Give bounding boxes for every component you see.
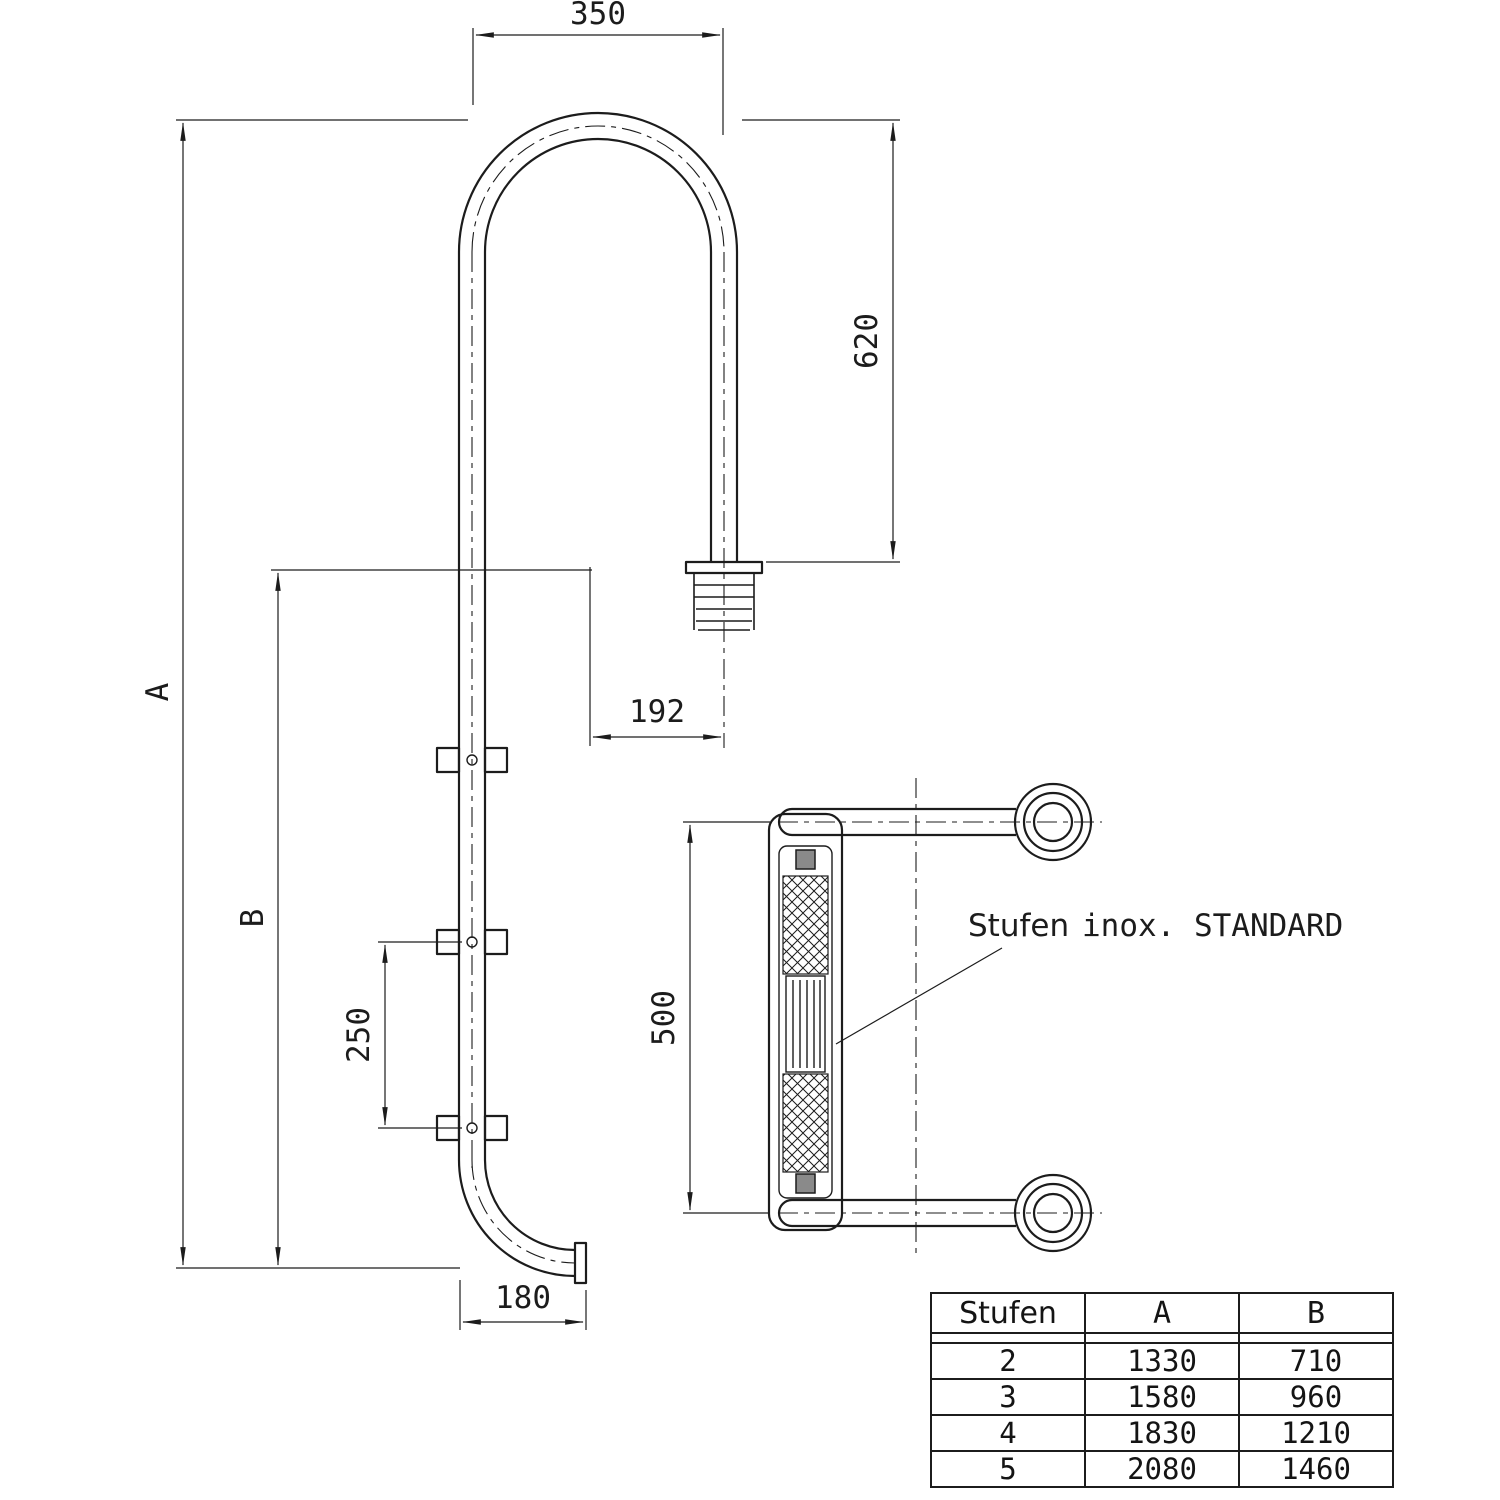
plan-dimensions bbox=[683, 821, 770, 1214]
table-cell: 2080 bbox=[1084, 1450, 1240, 1488]
table-row: 3 1580 960 bbox=[930, 1378, 1394, 1416]
step-label: Stufen inox. STANDARD bbox=[835, 908, 1343, 1045]
tread-bolt-bottom bbox=[795, 1173, 816, 1194]
dim-top-width-label: 350 bbox=[570, 0, 626, 32]
dim-offset-label: 192 bbox=[629, 694, 685, 730]
ladder-outline bbox=[457, 111, 739, 1285]
centerlines bbox=[471, 125, 725, 1264]
table-cell: 5 bbox=[930, 1450, 1086, 1488]
dim-partial-height-label: B bbox=[235, 909, 271, 928]
tread-bolt-top bbox=[795, 849, 816, 870]
col-header-stufen: Stufen bbox=[930, 1292, 1086, 1334]
table-cell: 1330 bbox=[1084, 1342, 1240, 1380]
tread-grip-middle bbox=[785, 975, 826, 1073]
tube-end-flange bbox=[573, 1241, 588, 1285]
plan-centerlines bbox=[778, 778, 1102, 1258]
table-cell: 4 bbox=[930, 1414, 1086, 1452]
tread-hatch-bottom bbox=[782, 1073, 829, 1173]
table-cell: 960 bbox=[1238, 1378, 1394, 1416]
table-cell: 2 bbox=[930, 1342, 1086, 1380]
table-cell: 3 bbox=[930, 1378, 1086, 1416]
table-gap-row bbox=[930, 1332, 1394, 1344]
label-leader-line bbox=[835, 947, 1003, 1045]
col-header-a: A bbox=[1084, 1292, 1240, 1334]
table-cell: 1460 bbox=[1238, 1450, 1394, 1488]
dim-step-width-label: 500 bbox=[646, 990, 682, 1046]
dimension-lines bbox=[180, 32, 896, 1325]
anchor-flange bbox=[684, 560, 764, 631]
gap-cell bbox=[930, 1332, 1086, 1344]
dim-step-spacing-label: 250 bbox=[341, 1007, 377, 1063]
table-cell: 1580 bbox=[1084, 1378, 1240, 1416]
extension-lines bbox=[176, 28, 900, 1330]
step-label-text: Stufen bbox=[968, 908, 1069, 944]
table-row: 2 1330 710 bbox=[930, 1342, 1394, 1380]
table-cell: 1830 bbox=[1084, 1414, 1240, 1452]
gap-cell bbox=[1238, 1332, 1394, 1344]
side-view: 350 620 A B 250 192 180 bbox=[140, 0, 900, 1330]
table-row: 4 1830 1210 bbox=[930, 1414, 1394, 1452]
gap-cell bbox=[1084, 1332, 1240, 1344]
spec-table: Stufen A B 2 1330 710 3 1580 960 4 1830 … bbox=[930, 1292, 1394, 1488]
col-header-b: B bbox=[1238, 1292, 1394, 1334]
dim-right-height-label: 620 bbox=[849, 313, 885, 369]
tread-hatch-top bbox=[782, 875, 829, 975]
dim-bottom-width-label: 180 bbox=[495, 1280, 551, 1316]
table-header-row: Stufen A B bbox=[930, 1292, 1394, 1334]
wall-flanges bbox=[1013, 782, 1093, 1253]
table-row: 5 2080 1460 bbox=[930, 1450, 1394, 1488]
table-cell: 1210 bbox=[1238, 1414, 1394, 1452]
step-marker bbox=[435, 746, 509, 774]
step-tread bbox=[767, 812, 844, 1232]
table-cell: 710 bbox=[1238, 1342, 1394, 1380]
plan-view: 500 Stufen inox. STANDARD bbox=[646, 778, 1343, 1258]
dim-overall-height-label: A bbox=[140, 682, 176, 701]
step-material-text: inox. STANDARD bbox=[1082, 908, 1343, 944]
